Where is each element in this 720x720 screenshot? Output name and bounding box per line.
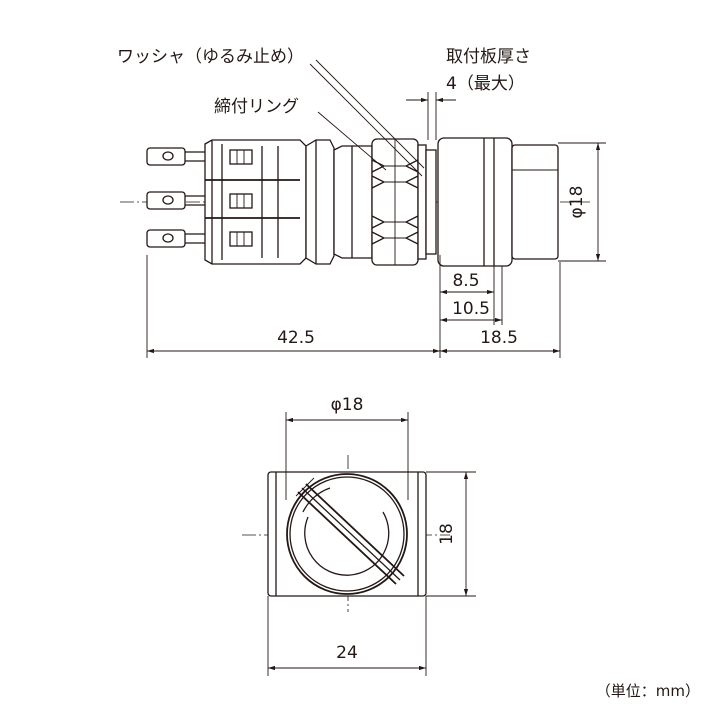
plate-label: 取付板厚さ [446, 47, 531, 67]
ring-label: 締付リング [214, 97, 299, 117]
dim-8-5: 8.5 [440, 271, 494, 295]
len-18-5-label: 18.5 [480, 328, 518, 348]
plate-value-label: 4（最大） [446, 74, 525, 94]
unit-label: （単位：mm） [596, 682, 700, 700]
front-height-label: 18 [437, 523, 457, 545]
side-view: φ18 8.5 10.5 42.5 18.5 [117, 47, 606, 358]
dim-side-diameter: φ18 [558, 142, 606, 262]
dim-18-5: 18.5 [440, 328, 560, 354]
switch-body [204, 139, 307, 265]
dim-front-height: 18 [426, 471, 476, 597]
dim-42-5: 42.5 [147, 328, 440, 354]
front-frame [267, 471, 427, 597]
front-view: φ18 18 24 [242, 395, 476, 676]
side-diameter-label: φ18 [567, 186, 587, 219]
front-diameter-label: φ18 [331, 395, 364, 415]
washer-label: ワッシャ（ゆるみ止め） [117, 47, 304, 67]
washer [417, 144, 437, 260]
leader-washer: ワッシャ（ゆるみ止め） [117, 47, 425, 177]
dim-front-width: 24 [267, 596, 427, 676]
leader-ring: 締付リング [214, 97, 387, 171]
lever-icon [295, 477, 405, 585]
front-width-label: 24 [336, 643, 358, 663]
len-10-5-label: 10.5 [452, 299, 490, 319]
dim-10-5: 10.5 [440, 299, 502, 323]
len-42-5-label: 42.5 [277, 328, 315, 348]
bezel [437, 137, 513, 267]
dim-front-diameter: φ18 [285, 395, 409, 500]
front-knob-outer [286, 473, 408, 595]
terminals [146, 147, 205, 248]
len-8-5-label: 8.5 [452, 271, 479, 291]
knob [511, 144, 559, 260]
dim-plate-thickness: 取付板厚さ 4（最大） [406, 47, 531, 140]
tightening-ring [371, 138, 419, 266]
housing [305, 139, 373, 265]
